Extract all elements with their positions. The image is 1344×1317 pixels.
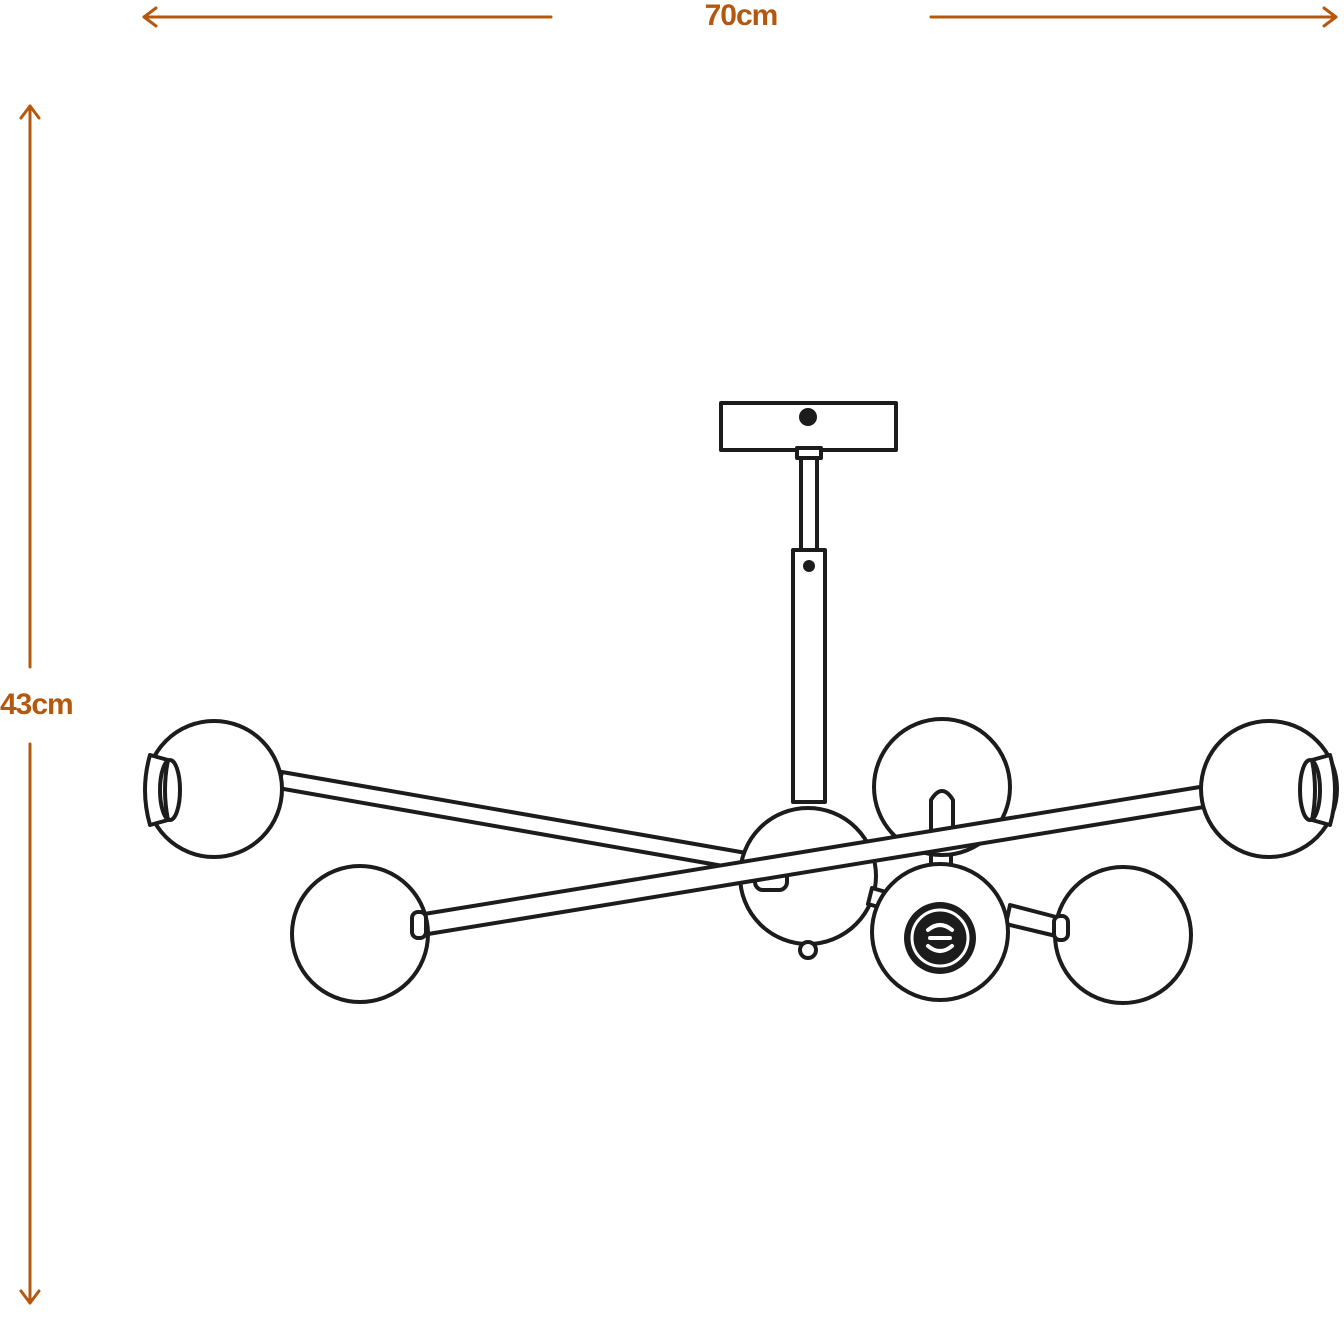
height-arrowhead-bottom bbox=[19, 1289, 41, 1305]
rear-globe-socket bbox=[929, 789, 955, 837]
height-arrowhead-top bbox=[19, 104, 41, 120]
height-dimension bbox=[19, 104, 41, 1305]
chandelier-icon bbox=[143, 401, 1339, 1005]
front-globe-bulb-thread bbox=[926, 923, 954, 953]
front-globe-socket-ring bbox=[910, 908, 970, 968]
width-arrowhead-left bbox=[142, 6, 158, 28]
width-dimension bbox=[142, 6, 1338, 28]
upper-rod-stem bbox=[799, 456, 819, 552]
ceiling-screw bbox=[799, 408, 817, 426]
back-arm-left bbox=[276, 770, 754, 872]
height-label: 43cm bbox=[0, 688, 74, 721]
globe-left-upper-opening bbox=[158, 758, 182, 822]
globe-left-lower-socket bbox=[410, 910, 428, 940]
front-right-arm bbox=[1004, 903, 1062, 938]
width-arrowhead-right bbox=[1322, 6, 1338, 28]
globe-right-upper-opening bbox=[1298, 758, 1322, 822]
hub-finial bbox=[798, 940, 818, 960]
width-label: 70cm bbox=[704, 0, 779, 32]
globe-right-lower-socket bbox=[1052, 914, 1070, 942]
globe-rear-center bbox=[872, 717, 1012, 857]
globe-right-lower bbox=[1053, 865, 1193, 1005]
rod-screw bbox=[803, 560, 815, 572]
globe-left-lower bbox=[290, 864, 430, 1004]
globe-right-upper bbox=[1199, 719, 1339, 859]
lower-rod bbox=[791, 548, 827, 804]
